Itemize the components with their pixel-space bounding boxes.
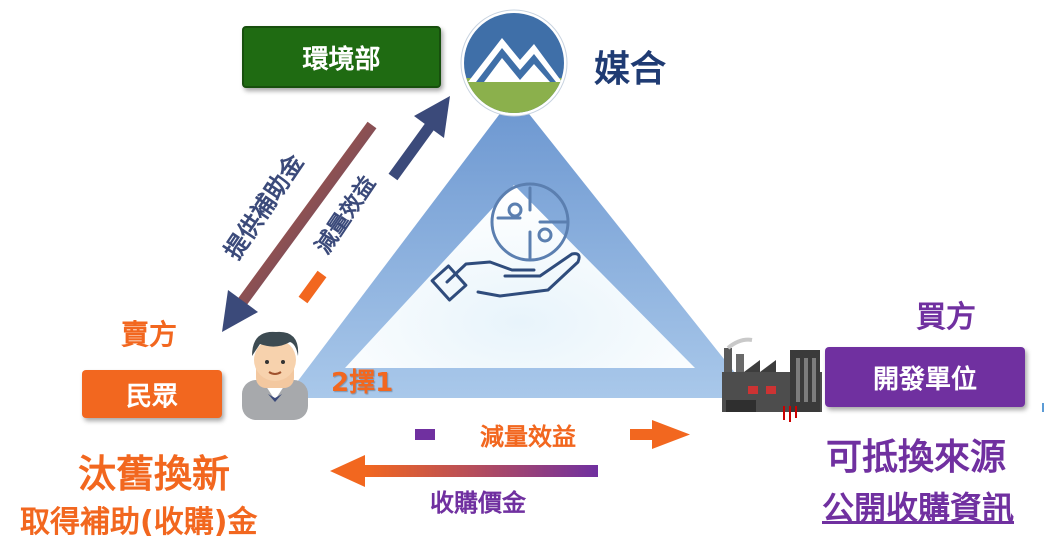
person-icon <box>242 331 308 420</box>
seller-box: 民眾 <box>82 370 222 418</box>
subsidy-arrow <box>222 121 377 332</box>
reduction-benefit-arrow-up <box>298 96 450 304</box>
seller-name: 民眾 <box>125 381 178 412</box>
seller-action-line2: 取得補助(收購)金 <box>20 505 258 540</box>
buyer-info-line2: 公開收購資訊 <box>822 489 1015 527</box>
agency-label: 環境部 <box>302 44 381 75</box>
buyer-info-line1: 可抵換來源 <box>826 437 1007 478</box>
agency-box: 環境部 <box>242 26 441 88</box>
purchase-payment-arrow-left <box>330 455 598 487</box>
buyer-role-label: 買方 <box>916 300 976 335</box>
bottom-reduction-label: 減量效益 <box>480 423 576 451</box>
agency-logo-icon <box>460 9 568 117</box>
seller-role-label: 賣方 <box>121 318 178 351</box>
matchmaking-label: 媒合 <box>594 49 667 90</box>
choice-label: 2擇1 <box>331 368 394 398</box>
buyer-box: 開發單位 <box>825 347 1025 407</box>
buyer-name: 開發單位 <box>872 364 977 395</box>
factory-icon <box>722 337 822 422</box>
seller-action-line1: 汰舊換新 <box>78 452 231 496</box>
purchase-payment-label: 收購價金 <box>430 489 526 517</box>
reduction-benefit-arrow-right <box>415 420 690 449</box>
handshake-puzzle-icon <box>430 182 581 302</box>
